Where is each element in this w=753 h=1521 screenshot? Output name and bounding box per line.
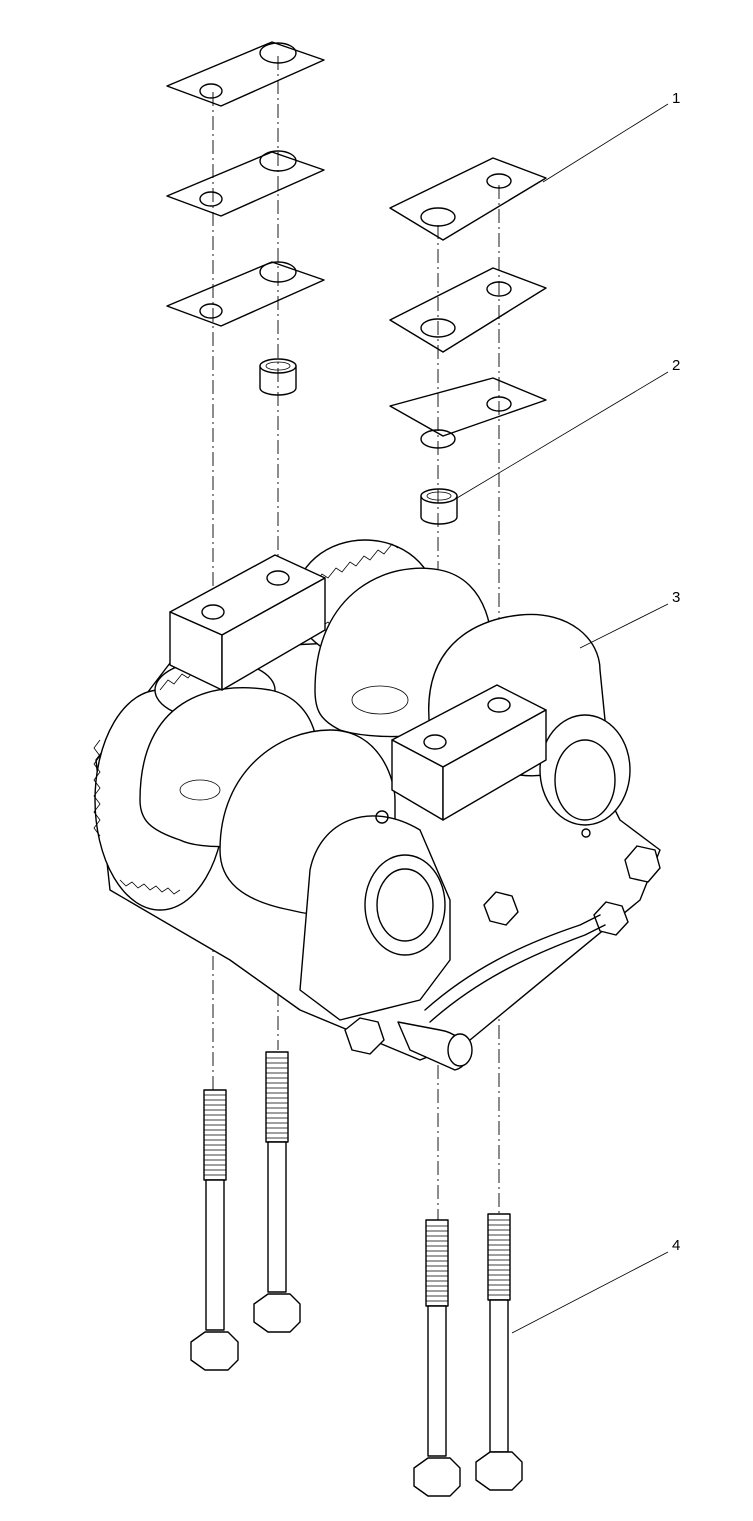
- shim-plate: [166, 261, 325, 327]
- oil-fitting: [397, 1021, 473, 1071]
- shim-plate: [389, 377, 547, 449]
- mounting-block-left: [169, 554, 326, 691]
- shim-plate: [389, 157, 547, 241]
- pedestal-front: [299, 810, 451, 1021]
- shim-stack-right: [389, 157, 547, 525]
- bolt: [475, 1213, 523, 1491]
- adjuster-nut: [624, 845, 661, 883]
- shim-plate: [166, 150, 325, 217]
- bolt: [253, 1051, 301, 1333]
- bolt: [413, 1219, 461, 1497]
- shim-stack-left: [166, 41, 325, 396]
- oil-pipe: [424, 914, 606, 1023]
- adjuster-nut: [483, 891, 519, 926]
- rocker-assembly: [93, 539, 661, 1071]
- shim-plate: [166, 41, 325, 107]
- shim-plate: [389, 267, 547, 353]
- callout-label-3: 3: [672, 589, 680, 606]
- callout-3: 3: [579, 589, 680, 649]
- bolt: [190, 1089, 239, 1371]
- callout-4: 4: [511, 1237, 680, 1334]
- callout-label-4: 4: [672, 1237, 680, 1254]
- callout-label-2: 2: [672, 357, 680, 374]
- adjuster-nut: [344, 1017, 385, 1055]
- callout-1: 1: [542, 90, 680, 183]
- callout-label-1: 1: [672, 90, 680, 107]
- callout-2: 2: [456, 357, 680, 499]
- mounting-block-right: [391, 684, 547, 821]
- bushing: [420, 488, 458, 525]
